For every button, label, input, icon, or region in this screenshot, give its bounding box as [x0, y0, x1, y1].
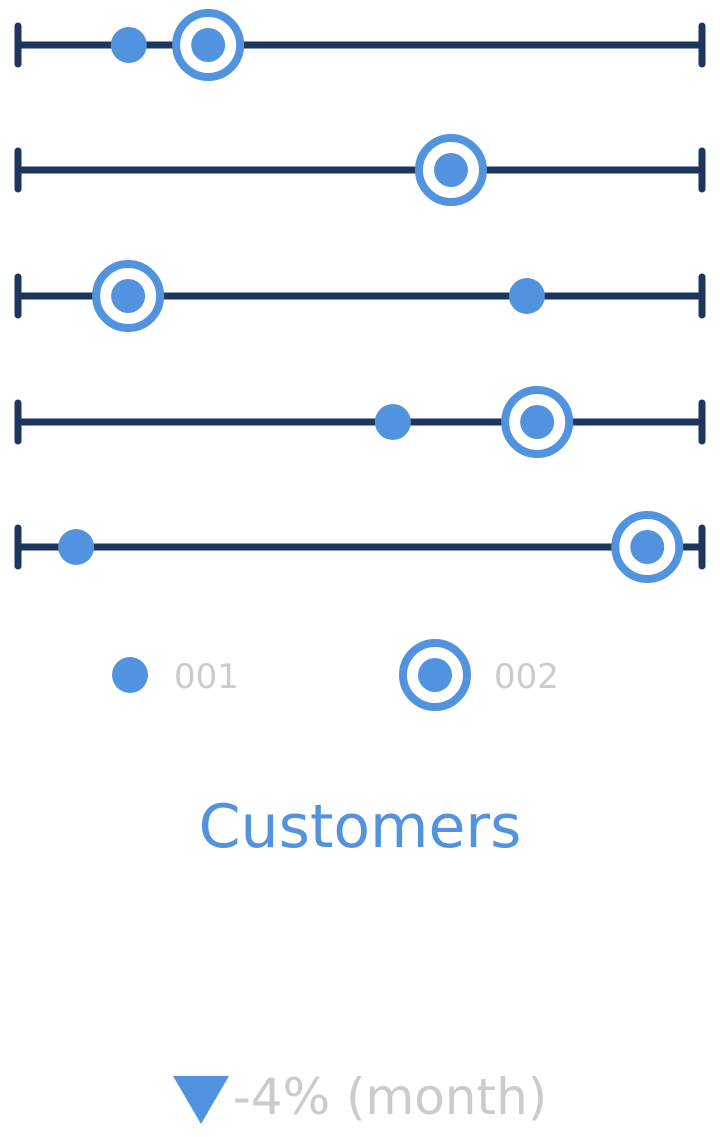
marker-001 — [58, 529, 95, 565]
legend-marker-002-center — [418, 658, 452, 692]
legend-marker-001 — [112, 657, 148, 693]
monthly-change-text: -4% (month) — [232, 1068, 548, 1126]
marker-001 — [374, 404, 411, 440]
marker-002-center — [191, 28, 226, 62]
legend-label-002: 002 — [494, 657, 559, 697]
dot-plot-chart: 001 002 — [14, 9, 706, 711]
marker-002-center — [630, 530, 665, 564]
legend-label-001: 001 — [174, 657, 239, 697]
marker-002-center — [433, 153, 468, 187]
marker-001 — [110, 27, 147, 63]
marker-002-center — [520, 405, 555, 439]
marker-001 — [508, 278, 545, 314]
monthly-change: -4% (month) — [0, 1068, 720, 1126]
marker-002-center — [111, 279, 146, 313]
triangle-down-icon — [172, 1076, 229, 1124]
chart-title: Customers — [198, 792, 522, 862]
